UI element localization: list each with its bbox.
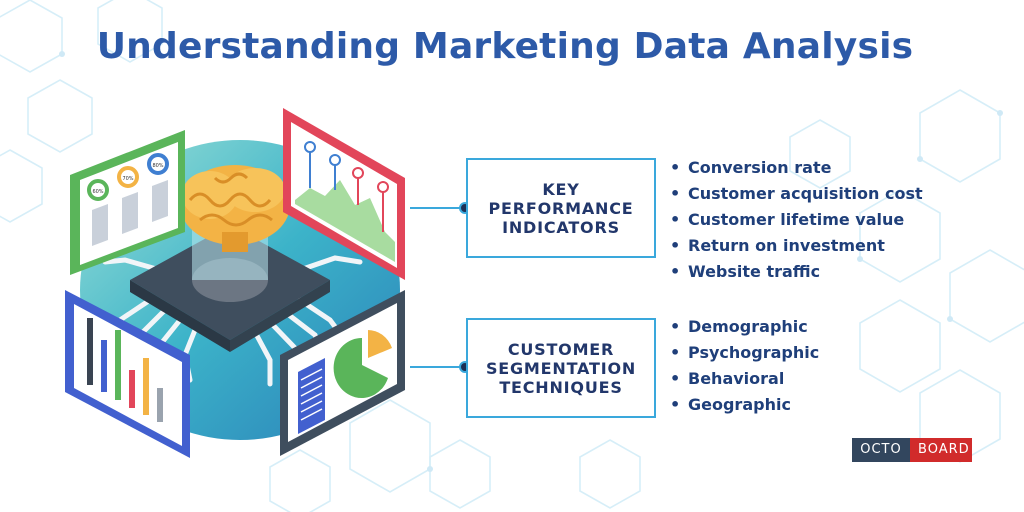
kpi-item: Conversion rate [670, 155, 923, 181]
segmentation-list: Demographic Psychographic Behavioral Geo… [670, 314, 819, 418]
segmentation-item: Behavioral [670, 366, 819, 392]
kpi-label-box: KEY PERFORMANCE INDICATORS [466, 158, 656, 258]
kpi-item: Customer lifetime value [670, 207, 923, 233]
kpi-item: Return on investment [670, 233, 923, 259]
pie-chart-panel [280, 290, 405, 456]
segmentation-label-line-2: SEGMENTATION [485, 358, 637, 378]
segmentation-label-line-3: TECHNIQUES [499, 377, 623, 397]
gauge-label-1: 60% [92, 189, 103, 195]
gauge-label-3: 80% [152, 163, 163, 169]
chip-icon [102, 225, 363, 387]
kpi-list: Conversion rate Customer acquisition cos… [670, 155, 923, 285]
page-title: Understanding Marketing Data Analysis [96, 26, 914, 67]
segmentation-item: Psychographic [670, 340, 819, 366]
segmentation-item: Geographic [670, 392, 819, 418]
logo-part-board: BOARD [910, 438, 972, 462]
segmentation-label-box: CUSTOMER SEGMENTATION TECHNIQUES [466, 318, 656, 418]
kpi-label-line-2: PERFORMANCE [488, 198, 634, 218]
data-analysis-illustration: 60% 70% 80% [65, 108, 405, 458]
octoboard-logo[interactable]: OCTO BOARD [852, 438, 972, 462]
segmentation-item: Demographic [670, 314, 819, 340]
kpi-label-line-3: INDICATORS [502, 217, 620, 237]
gauge-panel: 60% 70% 80% [70, 130, 185, 275]
gauge-label-2: 70% [122, 176, 133, 182]
segmentation-label-line-1: CUSTOMER [507, 339, 615, 359]
kpi-connector [410, 207, 468, 209]
kpi-item: Customer acquisition cost [670, 181, 923, 207]
line-chart-panel [283, 108, 405, 280]
logo-part-octo: OCTO [852, 438, 910, 462]
segmentation-connector [410, 366, 468, 368]
kpi-label-line-1: KEY [542, 179, 580, 199]
brain-icon [180, 165, 290, 252]
bar-chart-panel [65, 290, 190, 458]
kpi-item: Website traffic [670, 259, 923, 285]
